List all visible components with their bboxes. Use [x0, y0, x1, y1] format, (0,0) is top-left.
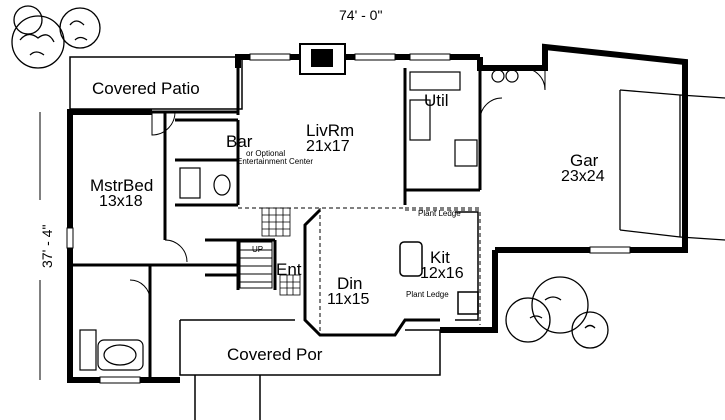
fireplace — [299, 43, 346, 75]
windows — [66, 53, 631, 384]
entry-tile — [261, 207, 301, 296]
width-dimension: 74' - 0" — [339, 7, 383, 23]
kit-size: 12x16 — [420, 265, 464, 282]
bar-note-2: Entertainment Center — [237, 157, 314, 166]
bar-note-1: or Optional — [246, 149, 286, 158]
garage-apron — [619, 89, 725, 241]
util-fixtures — [409, 69, 519, 167]
din-label: Din — [337, 274, 363, 293]
bar-label: Bar — [226, 132, 253, 151]
livrm-size: 21x17 — [306, 138, 350, 155]
gar-label: Gar — [570, 151, 599, 170]
covered-patio-label: Covered Patio — [92, 79, 200, 98]
door-swings — [129, 67, 546, 301]
util-label: Util — [424, 91, 449, 110]
dashed-lines — [238, 207, 481, 335]
mstrbed-size: 13x18 — [99, 193, 143, 210]
stair-up-label: UP — [252, 245, 264, 254]
covered-porch-slab — [179, 319, 441, 420]
plant-ledge-upper: Plant Ledge — [418, 209, 461, 218]
kitchen-fixtures — [399, 211, 479, 321]
ent-label: Ent — [276, 260, 302, 279]
din-size: 11x15 — [327, 291, 370, 308]
gar-size: 23x24 — [561, 168, 605, 185]
covered-patio-slab — [69, 56, 243, 110]
tree-top-left — [11, 5, 101, 69]
depth-dimension: 37' - 4" — [39, 224, 55, 268]
covered-por-label: Covered Por — [227, 345, 323, 364]
bath-fixtures — [79, 167, 231, 371]
kit-label: Kit — [430, 248, 450, 267]
interior-walls — [70, 68, 482, 380]
mstrbed-label: MstrBed — [90, 176, 154, 195]
tree-bottom-right — [505, 276, 609, 349]
stairs — [239, 241, 273, 289]
livrm-label: LivRm — [306, 121, 355, 140]
plant-ledge-lower: Plant Ledge — [406, 290, 449, 299]
